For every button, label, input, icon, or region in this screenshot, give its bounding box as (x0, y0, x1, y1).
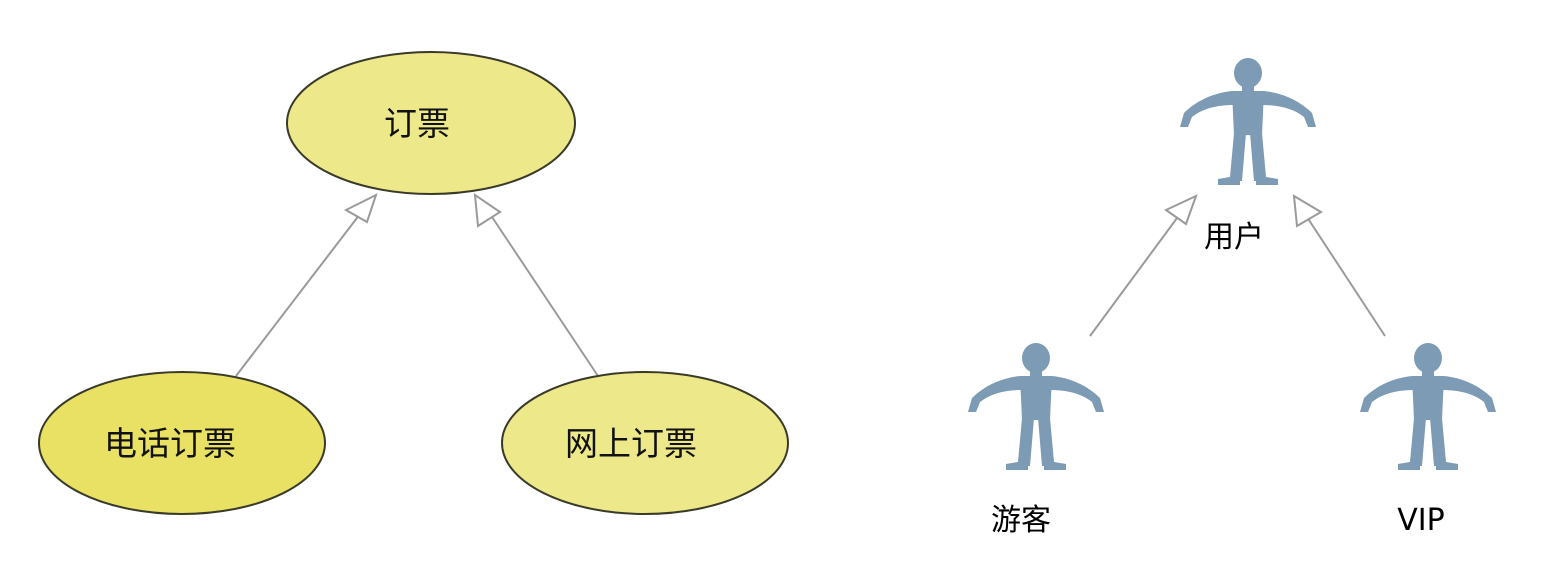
use-case-diagram: 订票 电话订票 网上订票 (38, 51, 789, 515)
actor-parent-icon (1180, 58, 1316, 185)
actor-generalization-line-guest (1089, 213, 1181, 337)
generalization-arrowhead-online (473, 192, 502, 228)
use-case-parent-label: 订票 (384, 104, 450, 143)
actor-diagram: 用户 游客 VIP (968, 58, 1496, 538)
generalization-line-online (489, 213, 599, 377)
actor-vip-label: VIP (1397, 503, 1444, 538)
generalization-line-phone (235, 213, 361, 377)
use-case-phone-label: 电话订票 (104, 424, 236, 463)
actor-parent[interactable]: 用户 (1180, 58, 1316, 255)
actor-parent-label: 用户 (1204, 220, 1264, 255)
actor-guest-label: 游客 (991, 503, 1051, 538)
use-case-parent[interactable]: 订票 (286, 51, 576, 195)
use-case-online[interactable]: 网上订票 (501, 371, 789, 515)
actor-guest-icon (968, 343, 1104, 470)
generalization-arrowhead-phone (343, 193, 378, 224)
actor-generalization-line-vip (1304, 213, 1386, 337)
actor-arrowhead-guest (1164, 194, 1198, 226)
actor-vip[interactable]: VIP (1360, 343, 1496, 538)
actor-guest[interactable]: 游客 (968, 343, 1104, 538)
use-case-online-label: 网上订票 (565, 424, 697, 463)
actor-arrowhead-vip (1292, 194, 1323, 228)
use-case-phone[interactable]: 电话订票 (38, 371, 326, 515)
actor-vip-icon (1360, 343, 1496, 470)
